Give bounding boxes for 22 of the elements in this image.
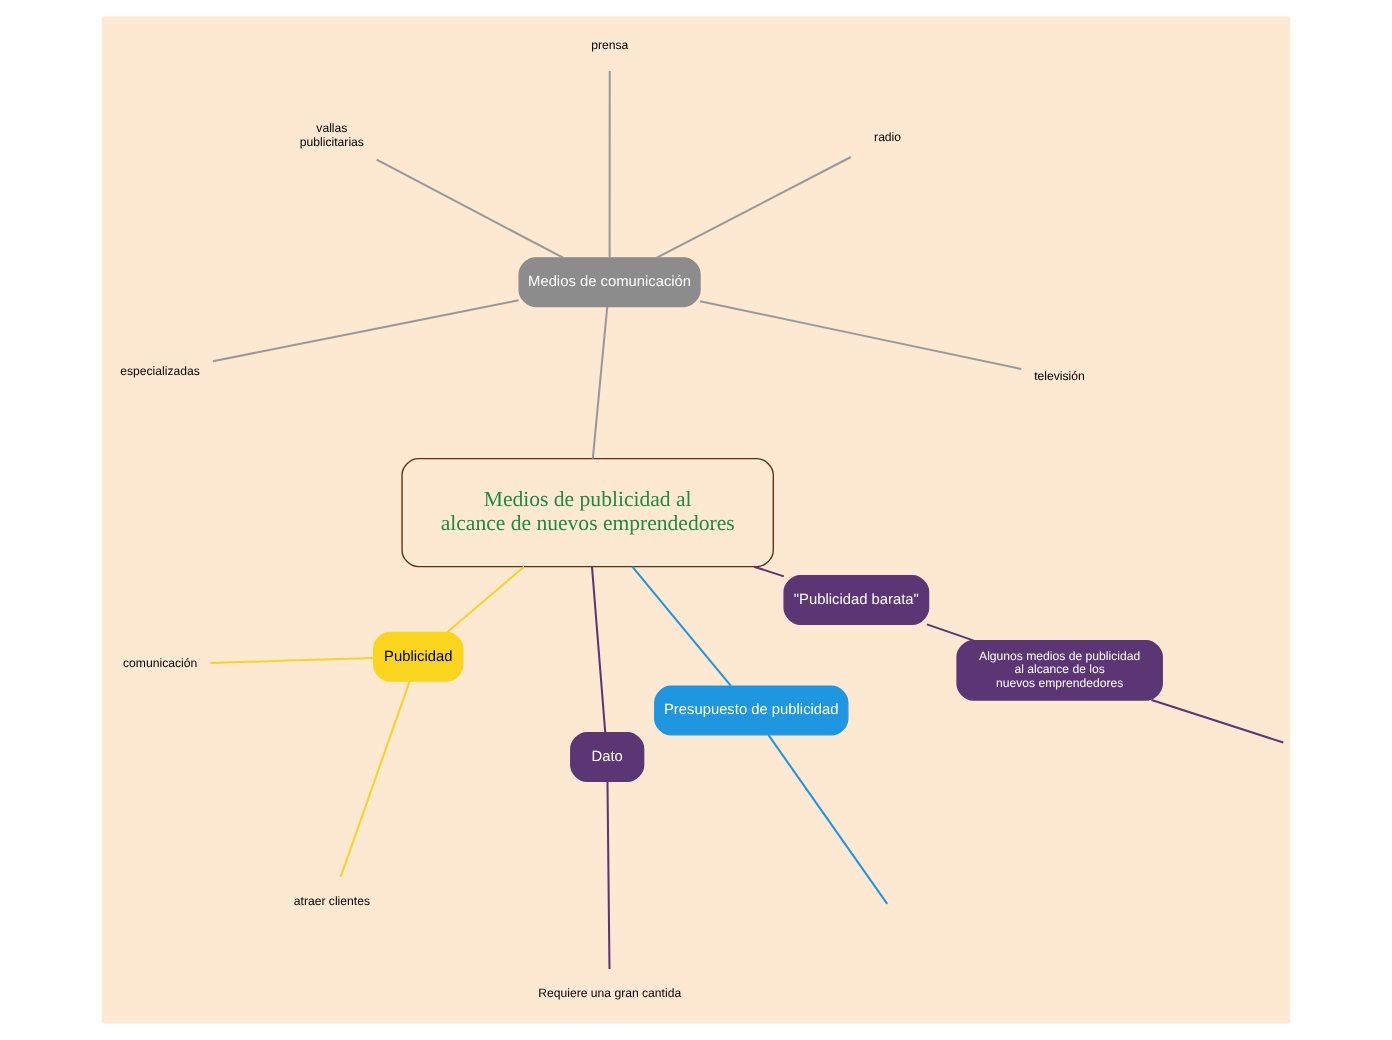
connector bbox=[376, 158, 564, 259]
connector bbox=[591, 566, 607, 733]
connector bbox=[1151, 699, 1284, 744]
node-box: "Publicidad barata" bbox=[783, 574, 930, 625]
connector bbox=[656, 156, 852, 259]
connector bbox=[699, 300, 1022, 371]
connector bbox=[606, 781, 611, 970]
connector bbox=[608, 70, 611, 258]
connector bbox=[767, 734, 889, 905]
connector bbox=[212, 299, 519, 363]
node-box: Presupuesto de publicidad bbox=[654, 685, 849, 736]
node-box: Medios de comunicación bbox=[518, 257, 701, 308]
node-box: Dato bbox=[570, 732, 645, 783]
connector bbox=[446, 565, 525, 633]
connector bbox=[339, 680, 411, 878]
connector bbox=[591, 306, 609, 459]
connector bbox=[926, 623, 975, 642]
node-box: Medios de publicidad al alcance de nuevos emprendedores bbox=[401, 457, 774, 568]
connector bbox=[210, 657, 374, 664]
node-box: Publicidad bbox=[373, 631, 464, 682]
connector bbox=[631, 566, 732, 687]
connector bbox=[753, 565, 785, 578]
